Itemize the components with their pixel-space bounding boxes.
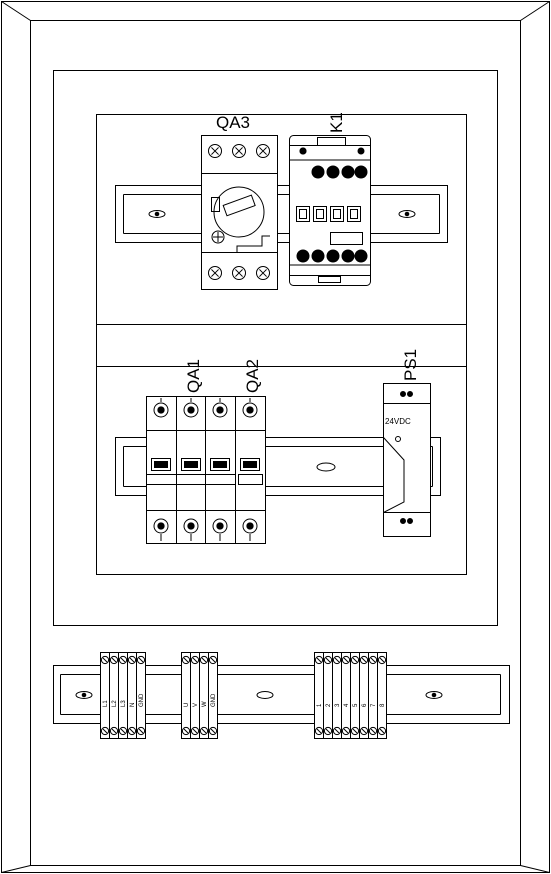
terminal-label: 7 bbox=[371, 703, 377, 707]
rail-slot bbox=[256, 691, 274, 699]
ps1-power-supply bbox=[383, 383, 431, 537]
rail-slot bbox=[75, 691, 93, 699]
mounting-plate bbox=[53, 70, 498, 626]
rail-slot bbox=[398, 210, 416, 218]
qa3-label: QA3 bbox=[216, 113, 250, 132]
terminal-icon bbox=[311, 165, 325, 179]
terminal-label: GND bbox=[139, 693, 145, 707]
terminal-label: 1 bbox=[317, 703, 323, 707]
qa1-label: QA1 bbox=[184, 359, 203, 393]
terminal-icon bbox=[354, 165, 368, 179]
terminal-label: 2 bbox=[326, 703, 332, 707]
qa2-label: QA2 bbox=[243, 359, 262, 393]
terminal-label: L2 bbox=[112, 700, 118, 707]
terminal-label: V bbox=[193, 703, 199, 707]
terminal-label: 3 bbox=[335, 703, 341, 707]
status-led bbox=[395, 436, 401, 442]
rotary-knob bbox=[213, 186, 265, 238]
rail-slot bbox=[316, 462, 336, 472]
terminal-icon bbox=[296, 249, 310, 263]
terminal-label: L1 bbox=[103, 700, 109, 707]
contact-window bbox=[347, 206, 361, 222]
ps1-voltage: 24VDC bbox=[385, 417, 411, 426]
terminal-icon bbox=[326, 165, 340, 179]
contact-window bbox=[313, 206, 327, 222]
din-rail-upper bbox=[115, 185, 448, 243]
terminal-label: 8 bbox=[380, 703, 386, 707]
rail-slot bbox=[148, 210, 166, 218]
terminal-label: 4 bbox=[344, 703, 350, 707]
k1-contactor bbox=[289, 135, 371, 286]
terminal-label: GND bbox=[211, 693, 217, 707]
terminal-label: 5 bbox=[353, 703, 359, 707]
k1-label: K1 bbox=[327, 112, 346, 133]
terminal-label: W bbox=[202, 701, 208, 707]
terminal-label: N bbox=[130, 703, 136, 707]
rail-slot bbox=[425, 691, 443, 699]
terminal-label: 6 bbox=[362, 703, 368, 707]
terminal-label: L3 bbox=[121, 700, 127, 707]
terminal-icon bbox=[326, 249, 340, 263]
cable-duct bbox=[96, 324, 467, 367]
terminal-icon bbox=[341, 165, 355, 179]
contact-window bbox=[330, 206, 344, 222]
terminal-icon bbox=[311, 249, 325, 263]
terminal-label: U bbox=[184, 703, 190, 707]
test-button bbox=[211, 230, 225, 244]
qa3-breaker bbox=[201, 135, 278, 290]
ps1-label: PS1 bbox=[401, 349, 420, 381]
terminal-icon bbox=[354, 249, 368, 263]
knob-handle bbox=[222, 194, 256, 217]
contact-window bbox=[296, 206, 310, 222]
terminal-icon bbox=[341, 249, 355, 263]
